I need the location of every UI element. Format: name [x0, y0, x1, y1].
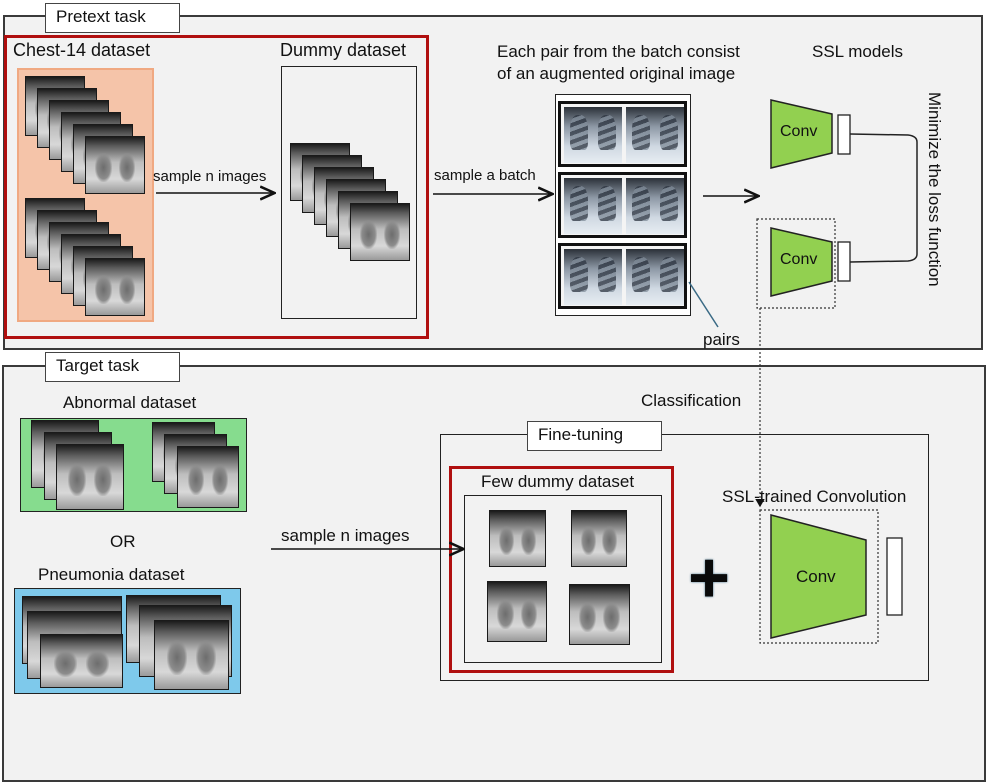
- chest14-dataset-box: [17, 68, 154, 322]
- sample-batch-label: sample a batch: [434, 167, 536, 184]
- minimize-loss-label: Minimize the loss function: [925, 92, 944, 287]
- pretext-task-title: Pretext task: [45, 3, 180, 33]
- fine-tuning-title: Fine-tuning: [527, 421, 662, 451]
- few-dummy-highlight: [449, 466, 674, 673]
- abnormal-dataset-label: Abnormal dataset: [63, 393, 197, 412]
- sample-n-images-label-pretext: sample n images: [153, 168, 267, 185]
- conv-label-bottom: Conv: [780, 251, 818, 268]
- chest14-dataset-label: Chest-14 dataset: [13, 40, 151, 60]
- pretext-data-highlight: [4, 35, 429, 339]
- xray-image: [569, 584, 630, 645]
- xray-image: [564, 178, 622, 234]
- pneumonia-dataset-box: [14, 588, 241, 694]
- or-label: OR: [110, 532, 136, 551]
- xray-image: [626, 107, 684, 163]
- target-task-title: Target task: [45, 352, 180, 382]
- xray-image: [40, 634, 123, 688]
- batch-caption-line2: of an augmented original image: [497, 64, 736, 83]
- pairs-label: pairs: [703, 330, 740, 349]
- xray-image: [350, 203, 410, 261]
- image-pair: [558, 243, 687, 309]
- xray-image: [487, 581, 547, 642]
- xray-image: [626, 178, 684, 234]
- xray-image: [154, 620, 229, 690]
- xray-image: [85, 136, 145, 194]
- batch-caption-line1: Each pair from the batch consist: [497, 42, 740, 61]
- few-dummy-dataset-box: [464, 495, 662, 663]
- xray-image: [564, 107, 622, 163]
- plus-symbol: +: [688, 538, 731, 618]
- xray-image: [571, 510, 627, 567]
- xray-image: [56, 444, 124, 510]
- xray-image: [564, 249, 622, 305]
- batch-frame: [555, 94, 691, 316]
- xray-image: [85, 258, 145, 316]
- few-dummy-dataset-label: Few dummy dataset: [481, 472, 635, 491]
- classification-label: Classification: [641, 391, 742, 410]
- image-pair: [558, 172, 687, 238]
- dummy-dataset-label: Dummy dataset: [280, 40, 407, 60]
- image-pair: [558, 101, 687, 167]
- sample-n-images-label-target: sample n images: [281, 526, 410, 545]
- xray-image: [177, 446, 239, 508]
- dummy-dataset-box: [281, 66, 417, 319]
- ssl-models-label: SSL models: [812, 42, 904, 61]
- xray-image: [489, 510, 546, 567]
- pneumonia-dataset-label: Pneumonia dataset: [38, 565, 185, 584]
- ssl-trained-conv-label: SSL-trained Convolution: [722, 487, 907, 506]
- conv-label-finetune: Conv: [796, 567, 836, 586]
- conv-label-top: Conv: [780, 123, 818, 140]
- xray-image: [626, 249, 684, 305]
- abnormal-dataset-box: [20, 418, 247, 512]
- fine-tuning-box: [440, 434, 929, 681]
